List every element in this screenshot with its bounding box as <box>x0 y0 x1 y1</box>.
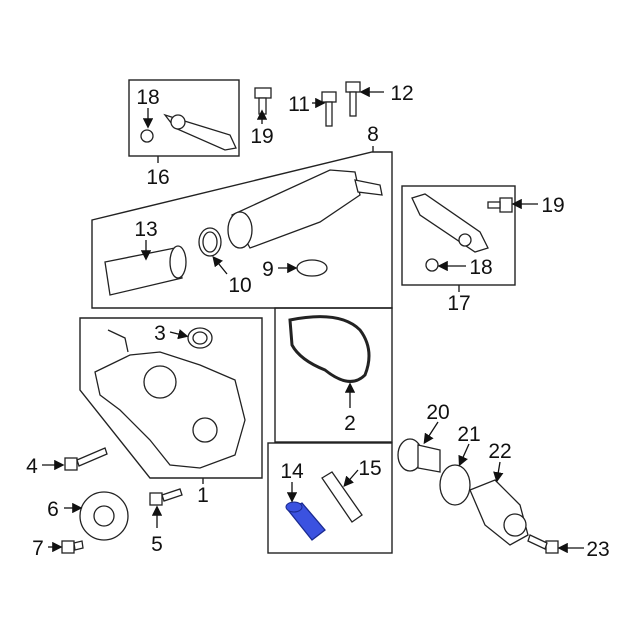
group-box-2 <box>274 307 393 443</box>
coolant-pipe-17 <box>411 193 489 272</box>
bolt-11 <box>321 91 337 127</box>
callout-19: 19 <box>250 125 273 148</box>
thermostat-20 <box>397 438 441 473</box>
callout-19: 19 <box>541 194 564 217</box>
callout-10: 10 <box>228 274 251 297</box>
callout-18: 18 <box>469 256 492 279</box>
callout-4: 4 <box>26 455 38 478</box>
bolt-4 <box>64 447 108 471</box>
seal-10 <box>198 227 222 257</box>
group-box-14-15 <box>267 442 393 554</box>
water-pump-1 <box>94 329 246 469</box>
seal-3 <box>187 327 213 349</box>
callout-22: 22 <box>488 440 511 463</box>
callout-8: 8 <box>367 123 379 146</box>
bolt-5 <box>149 488 183 506</box>
callout-6: 6 <box>47 498 59 521</box>
callout-12: 12 <box>390 82 413 105</box>
thermostat-housing-22 <box>469 479 529 546</box>
seal-21 <box>439 464 471 506</box>
callout-3: 3 <box>154 322 166 345</box>
callout-11: 11 <box>288 93 310 116</box>
callout-20: 20 <box>426 401 449 424</box>
callout-14: 14 <box>280 460 304 483</box>
bolt-19a <box>254 87 272 115</box>
callout-15: 15 <box>358 457 381 480</box>
o-ring-9 <box>296 259 328 277</box>
callout-9: 9 <box>262 258 274 281</box>
pulley-6 <box>79 491 129 541</box>
callout-18: 18 <box>136 86 159 109</box>
callout-17: 17 <box>447 292 470 315</box>
pipe-13 <box>104 245 187 296</box>
tube-15 <box>321 471 363 523</box>
group-box-8 <box>91 151 393 309</box>
drive-belt-2 <box>288 315 371 383</box>
group-box-16 <box>128 79 240 157</box>
coolant-pipe-16 <box>140 113 237 151</box>
group-box-1 <box>79 317 263 479</box>
leader-lines <box>42 86 584 554</box>
callout-7: 7 <box>32 537 44 560</box>
callout-2: 2 <box>344 412 356 435</box>
callout-5: 5 <box>151 533 163 556</box>
callout-1: 1 <box>197 484 209 507</box>
bolt-23 <box>527 534 559 554</box>
coolant-outlet-8 <box>227 169 383 249</box>
bolt-12 <box>345 81 361 117</box>
callout-23: 23 <box>586 538 609 561</box>
bolt-19b <box>487 197 513 213</box>
hose-14 <box>285 501 326 541</box>
o-ring-18b <box>425 258 439 272</box>
callout-21: 21 <box>457 423 480 446</box>
callout-13: 13 <box>134 218 157 241</box>
bolt-7 <box>61 540 84 554</box>
callout-16: 16 <box>146 166 169 189</box>
o-ring-18a <box>140 129 154 143</box>
